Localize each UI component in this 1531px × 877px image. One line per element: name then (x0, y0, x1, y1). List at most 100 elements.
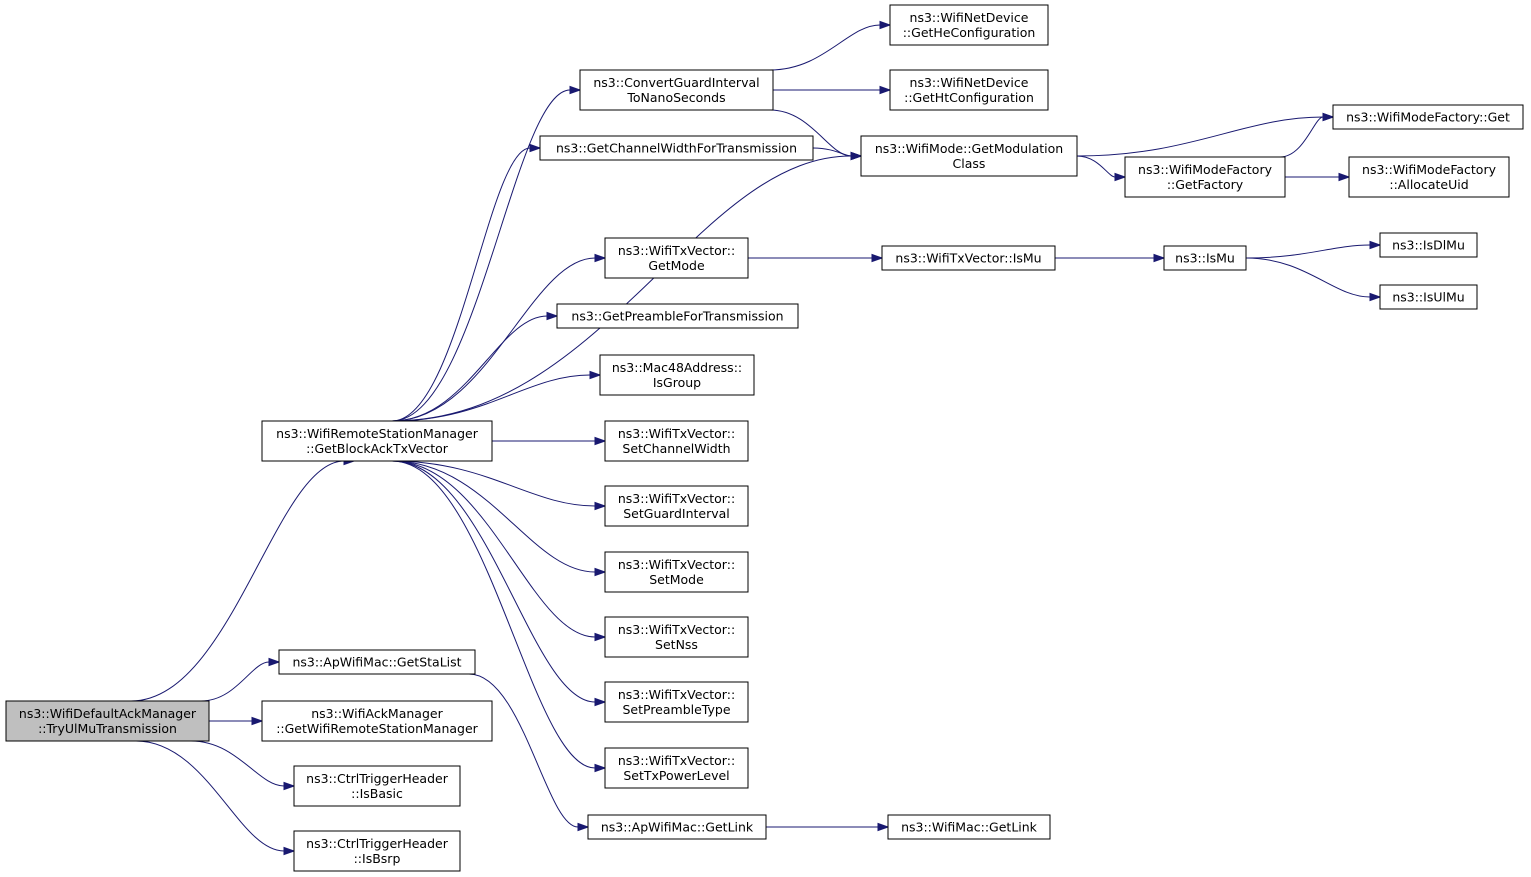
node-label: ns3::WifiAckManager (311, 706, 443, 721)
edge-getBlockAck-to-convertGI (391, 85, 582, 422)
edge-line (200, 661, 270, 702)
edge-getBlockAck-to-setNss (391, 460, 607, 642)
node-label: ns3::WifiNetDevice (910, 10, 1029, 25)
edge-getBlockAck-to-setPreamble (391, 460, 607, 707)
node-label: ns3::GetChannelWidthForTransmission (556, 141, 797, 156)
node-label: ns3::WifiMode::GetModulation (875, 141, 1063, 156)
edge-convertGI-to-getHeConf (769, 20, 892, 71)
node-setTxPower[interactable]: ns3::WifiTxVector::SetTxPowerLevel (604, 747, 749, 789)
edge-arrowhead (850, 151, 863, 161)
edge-arrowhead (251, 716, 264, 726)
node-box (604, 485, 749, 527)
node-macGetLink[interactable]: ns3::WifiMac::GetLink (887, 814, 1051, 840)
node-setChanWidth[interactable]: ns3::WifiTxVector::SetChannelWidth (604, 420, 749, 462)
edge-arrowhead (268, 657, 281, 667)
edge-arrowhead (1338, 172, 1351, 182)
node-getBlockAck[interactable]: ns3::WifiRemoteStationManager::GetBlockA… (261, 420, 493, 462)
edge-getModClass-to-factoryGet (1076, 112, 1335, 157)
node-setPreamble[interactable]: ns3::WifiTxVector::SetPreambleType (604, 681, 749, 723)
node-isMu[interactable]: ns3::IsMu (1163, 245, 1247, 271)
node-isBsrp[interactable]: ns3::CtrlTriggerHeader::IsBsrp (293, 830, 461, 872)
edge-line (391, 460, 596, 573)
node-box (539, 135, 814, 161)
node-label: ns3::ApWifiMac::GetStaList (292, 655, 461, 670)
node-label: SetChannelWidth (622, 441, 730, 456)
node-label: ns3::Mac48Address:: (612, 360, 742, 375)
node-box (1163, 245, 1247, 271)
edge-line (391, 460, 596, 703)
node-label: ns3::CtrlTriggerHeader (306, 771, 449, 786)
edge-arrowhead (1153, 253, 1166, 263)
node-txIsMu[interactable]: ns3::WifiTxVector::IsMu (881, 245, 1056, 271)
node-getHtConf[interactable]: ns3::WifiNetDevice::GetHtConfiguration (889, 69, 1049, 111)
edge-root-to-getWrsm (209, 716, 264, 726)
node-box (604, 420, 749, 462)
node-box (604, 681, 749, 723)
node-label: ns3::WifiTxVector:: (618, 687, 735, 702)
edge-txIsMu-to-isMu (1054, 253, 1166, 263)
edge-arrowhead (569, 85, 582, 95)
edge-arrowhead (283, 781, 296, 791)
node-label: ns3::WifiTxVector:: (618, 753, 735, 768)
node-isUlMu[interactable]: ns3::IsUlMu (1379, 284, 1478, 310)
node-label: ns3::WifiNetDevice (910, 75, 1029, 90)
edge-root-to-isBasic (190, 740, 296, 791)
edge-line (391, 460, 596, 507)
node-label: SetPreambleType (622, 702, 730, 717)
node-label: GetMode (648, 258, 705, 273)
node-label: ns3::WifiTxVector:: (618, 622, 735, 637)
edge-arrowhead (594, 253, 607, 263)
node-getPreamble[interactable]: ns3::GetPreambleForTransmission (556, 303, 799, 329)
node-label: ::IsBsrp (354, 851, 401, 866)
edge-line (391, 315, 548, 422)
edge-getBlockAck-to-getChanWidth (391, 143, 542, 422)
edge-arrowhead (594, 436, 607, 446)
node-getHeConf[interactable]: ns3::WifiNetDevice::GetHeConfiguration (889, 4, 1049, 46)
node-box (604, 747, 749, 789)
node-getStaList[interactable]: ns3::ApWifiMac::GetStaList (278, 649, 476, 675)
edge-arrowhead (594, 501, 607, 511)
node-apGetLink[interactable]: ns3::ApWifiMac::GetLink (587, 814, 767, 840)
node-box (604, 237, 749, 279)
edge-arrowhead (594, 632, 607, 642)
node-getFactory[interactable]: ns3::WifiModeFactory::GetFactory (1124, 156, 1286, 198)
node-factoryGet[interactable]: ns3::WifiModeFactory::Get (1332, 104, 1524, 130)
edge-arrowhead (877, 822, 890, 832)
node-box (599, 354, 755, 396)
node-setGI[interactable]: ns3::WifiTxVector::SetGuardInterval (604, 485, 749, 527)
edge-line (769, 24, 881, 71)
node-allocUid[interactable]: ns3::WifiModeFactory::AllocateUid (1348, 156, 1510, 198)
node-label: ns3::WifiModeFactory::Get (1346, 110, 1510, 125)
edge-line (130, 460, 345, 702)
node-setNss[interactable]: ns3::WifiTxVector::SetNss (604, 616, 749, 658)
node-setMode[interactable]: ns3::WifiTxVector::SetMode (604, 551, 749, 593)
node-label: ::GetWifiRemoteStationManager (276, 721, 478, 736)
node-label: ns3::ApWifiMac::GetLink (601, 820, 754, 835)
node-getChanWidth[interactable]: ns3::GetChannelWidthForTransmission (539, 135, 814, 161)
edge-line (812, 147, 852, 157)
edge-arrowhead (1369, 240, 1382, 250)
edge-layer (130, 20, 1382, 856)
node-box (860, 135, 1078, 177)
node-label: ns3::CtrlTriggerHeader (306, 836, 449, 851)
node-getWrsm[interactable]: ns3::WifiAckManager::GetWifiRemoteStatio… (261, 700, 493, 742)
edge-line (135, 740, 285, 852)
edge-line (1279, 116, 1324, 158)
node-box (1379, 232, 1478, 258)
node-label: ::GetFactory (1167, 177, 1244, 192)
node-label: SetMode (649, 572, 704, 587)
node-isBasic[interactable]: ns3::CtrlTriggerHeader::IsBasic (293, 765, 461, 807)
node-label: ns3::WifiMac::GetLink (901, 820, 1038, 835)
node-isDlMu[interactable]: ns3::IsDlMu (1379, 232, 1478, 258)
node-txGetMode[interactable]: ns3::WifiTxVector::GetMode (604, 237, 749, 279)
edge-getBlockAck-to-isGroup (391, 370, 602, 422)
node-label: SetTxPowerLevel (623, 768, 729, 783)
node-isGroup[interactable]: ns3::Mac48Address::IsGroup (599, 354, 755, 396)
edge-arrowhead (589, 370, 602, 380)
node-box (579, 69, 774, 111)
node-box (1124, 156, 1286, 198)
edge-arrowhead (1369, 292, 1382, 302)
edge-line (391, 374, 591, 422)
